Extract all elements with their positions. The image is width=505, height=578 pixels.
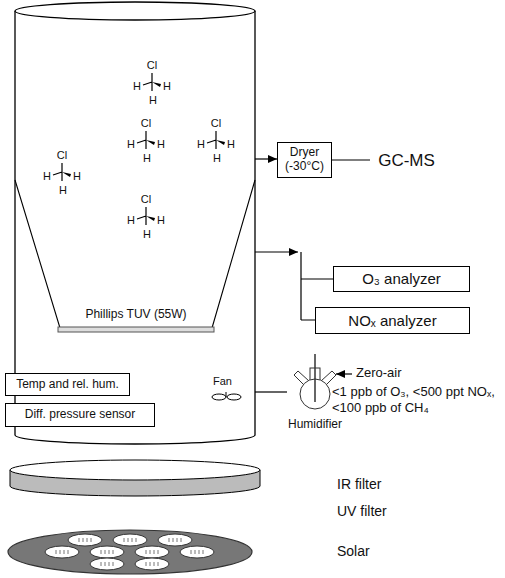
inlet-line [255, 391, 287, 392]
box-text: Dryer (-30°C) [285, 146, 324, 174]
atom-label: Cl [147, 59, 157, 72]
zero-air-arrow [336, 373, 352, 374]
lamp-coil [56, 550, 68, 554]
lamp-bulbs [45, 534, 214, 570]
atom-label: H [157, 138, 165, 151]
lamp-bulb [90, 546, 124, 558]
ir-filter [10, 460, 260, 480]
sample-arrow [255, 158, 277, 159]
box-text: O₃ analyzer [362, 270, 441, 287]
atom-label: Cl [141, 117, 151, 130]
impurity-note: <1 ppb of O₃, <500 ppt NOₓ, <100 ppb of … [332, 384, 500, 416]
light-source-label: Solar [337, 543, 370, 559]
atom-label: Cl [141, 193, 151, 206]
lamp-coil [146, 550, 158, 554]
molecule-bonds [143, 73, 161, 91]
reflector-line [15, 180, 255, 328]
lamp-bulb [135, 558, 169, 570]
solar-lamp-array [8, 530, 252, 574]
box-text: Temp and rel. hum. [16, 378, 119, 392]
box-text: NOₓ analyzer [348, 312, 436, 329]
atom-label: H [197, 138, 205, 151]
analyzer-box: NOₓ analyzer [315, 307, 470, 334]
filter-label: IR filter [337, 476, 381, 492]
lamp-bulb [135, 546, 169, 558]
lamp-bulb [158, 534, 192, 546]
analyzer-box: O₃ analyzer [333, 266, 470, 292]
molecule-bonds [207, 131, 225, 149]
fan-label: Fan [213, 375, 232, 388]
flask-label: Humidifier [285, 418, 345, 432]
box-text: GC-MS [378, 151, 435, 171]
sensor-box: Diff. pressure sensor [5, 403, 155, 427]
chamber-wall [15, 11, 255, 444]
connector-line [332, 159, 370, 160]
atom-label: H [127, 138, 135, 151]
sample-arrow [255, 251, 298, 252]
fan-symbol [212, 392, 241, 400]
atom-label: H [73, 170, 81, 183]
fan-blade [212, 394, 226, 400]
instrument-label-box: GC-MS [370, 147, 443, 175]
lamp-bulb [68, 534, 102, 546]
lamp-bulb [180, 546, 214, 558]
lamp-coil [79, 538, 91, 542]
atom-label: H [133, 80, 141, 93]
atom-label: H [163, 80, 171, 93]
inlet-label: Zero-air [356, 366, 402, 381]
atom-label: H [43, 170, 51, 183]
dip-tube [314, 354, 316, 402]
atom-label: Cl [57, 149, 67, 162]
molecule-bonds [53, 163, 71, 181]
atom-label: H [149, 94, 157, 107]
atom-label: H [157, 214, 165, 227]
sensor-box: Temp and rel. hum. [5, 373, 130, 396]
atom-label: H [143, 228, 151, 241]
molecule-bonds [137, 207, 155, 225]
lamp-coil [101, 550, 113, 554]
fan-blade [227, 394, 241, 400]
lamp-coil [124, 538, 136, 542]
molecule-bonds [137, 131, 155, 149]
lamp-label: Phillips TUV (55W) [85, 308, 186, 322]
box-text: Diff. pressure sensor [25, 408, 136, 422]
lamp-coil [101, 562, 113, 566]
lamp-coil [146, 562, 158, 566]
lamp-coils [56, 538, 203, 566]
atom-label: H [59, 184, 67, 197]
atom-label: H [127, 214, 135, 227]
fan-stem [226, 392, 227, 397]
lamp-coil [169, 538, 181, 542]
atom-label: Cl [211, 117, 221, 130]
filter-label: UV filter [337, 503, 387, 519]
chamber-top [15, 2, 255, 20]
lamp-bulb [90, 558, 124, 570]
lamp-bulb [113, 534, 147, 546]
atom-label: H [227, 138, 235, 151]
atom-label: H [143, 152, 151, 165]
lamp-coil [191, 550, 203, 554]
uv-lamp [58, 327, 214, 332]
atom-label: H [213, 152, 221, 165]
lamp-bulb [45, 546, 79, 558]
dryer-box: Dryer (-30°C) [277, 142, 332, 178]
